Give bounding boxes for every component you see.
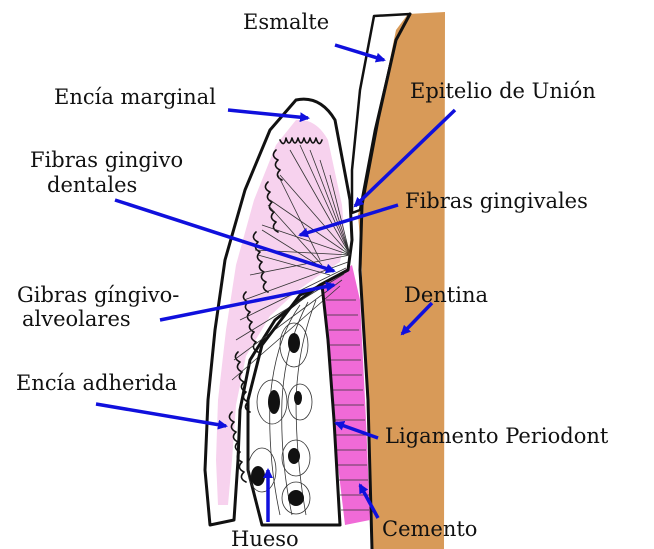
label-cemento: Cemento: [382, 517, 477, 541]
arrow-esmalte: [335, 45, 384, 60]
label-epitelio-union: Epitelio de Unión: [410, 79, 596, 103]
label-gibras-1: Gibras gíngivo-: [17, 283, 179, 307]
label-esmalte: Esmalte: [243, 10, 329, 34]
label-fibras-gingivales: Fibras gingivales: [405, 189, 588, 213]
label-encia-adherida: Encía adherida: [16, 371, 177, 395]
label-hueso: Hueso: [231, 527, 299, 549]
label-fibras-gingivo-2: dentales: [47, 173, 137, 197]
label-fibras-gingivo-1: Fibras gingivo: [30, 148, 183, 172]
label-encia-marginal: Encía marginal: [54, 85, 216, 109]
label-ligamento: Ligamento Periodont: [385, 424, 609, 448]
label-gibras-2: alveolares: [22, 307, 131, 331]
arrow-encia-marginal: [228, 110, 308, 118]
label-dentina: Dentina: [404, 283, 488, 307]
